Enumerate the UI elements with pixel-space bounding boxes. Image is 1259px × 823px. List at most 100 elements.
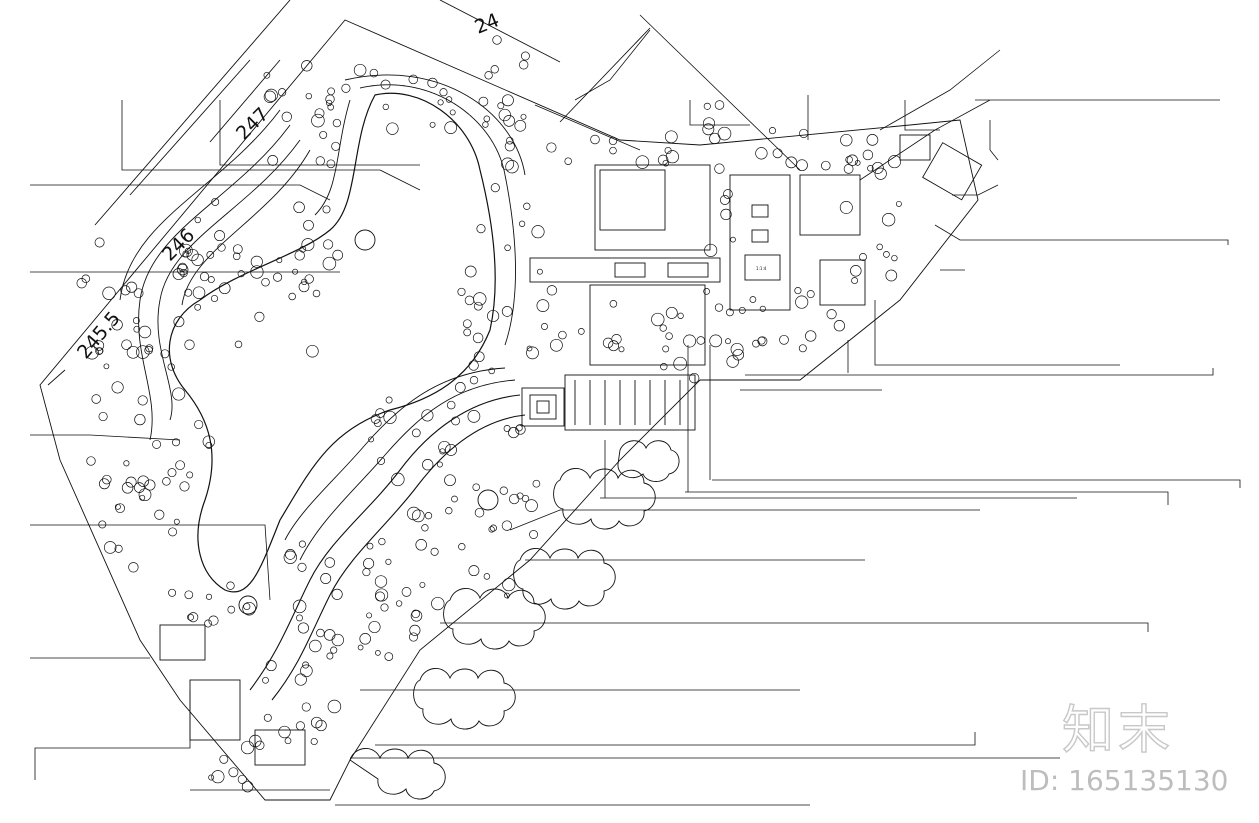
tree-symbol [840,133,853,147]
tree-symbol [134,413,146,426]
tree-symbol [138,325,152,339]
gallery-block [564,374,696,431]
tree-symbol [214,230,226,242]
tree-symbol [419,581,426,588]
tree-symbol [160,349,170,359]
tree-symbol [301,60,313,72]
tree-symbol [332,118,342,128]
tree-symbol [369,68,379,78]
leader-lines [30,14,1241,806]
tree-symbol [411,509,425,523]
tree-symbol [558,330,567,340]
tree-symbol [111,381,124,394]
tree-symbol [401,587,412,597]
tree-symbol [232,244,243,255]
tree-symbol [518,220,526,227]
tree-symbol [445,96,453,103]
tree-symbol [445,507,453,515]
tree-symbol [488,526,495,533]
tree-symbol [662,345,670,353]
tree-symbol [186,248,199,262]
tree-symbol [210,294,219,303]
tree-symbol [867,165,874,172]
tree-symbol [609,146,617,155]
tree-symbol [136,345,150,359]
tree-symbol [366,542,374,550]
tree-symbol [316,628,325,638]
tree-symbol [608,136,618,146]
tree-symbol [302,661,310,669]
tree-symbol [794,287,802,295]
tree-symbol [288,292,296,301]
tree-symbol [437,99,444,106]
tree-symbol [444,121,458,134]
tree-symbol [137,475,150,487]
tree-symbol [134,482,145,493]
tree-symbol [380,603,389,612]
tree-symbol [796,159,808,172]
tree-symbol [411,428,421,438]
tree-symbol [262,676,269,684]
tree-symbol [265,660,277,672]
tree-symbol [98,478,110,490]
tree-symbol [103,541,117,554]
tree-symbol [263,90,277,103]
tree-symbol [664,130,678,144]
site-boundary [39,19,979,801]
tree-symbol [86,456,96,466]
tree-symbol [277,88,287,97]
tree-symbol [292,268,299,275]
tree-symbol [887,155,902,169]
tree-symbol [217,243,226,252]
tree-symbol [504,244,511,252]
tree-symbol [85,345,99,360]
tree-symbol [324,557,336,568]
tree-symbol [866,134,879,146]
tree-symbol [430,547,439,556]
tree-symbol [703,102,711,110]
tree-symbol [168,527,178,537]
tree-symbol [523,202,531,210]
tree-symbol [125,476,137,488]
tree-symbol [326,159,336,169]
contour-label: 246 [158,224,199,265]
tree-symbol [103,363,110,370]
tree-symbol [490,183,500,193]
tree-symbol [438,440,451,454]
tree-symbol [564,157,572,165]
tree-symbol [874,167,887,180]
tree-symbol [395,600,403,607]
watermark-logo: 知末 [1061,700,1175,761]
tree-symbol [319,130,328,139]
tree-symbol [218,282,231,295]
tree-symbol [194,419,204,430]
tree-symbol [207,276,215,284]
tree-symbol [451,495,458,503]
tree-symbol [330,646,338,654]
tree-symbol [673,356,688,371]
tree-symbol [326,652,334,660]
tree-symbol [128,562,139,573]
tree-symbol [850,265,862,277]
tree-symbol [891,254,898,262]
tree-symbol [366,612,373,619]
tree-symbol [611,334,622,345]
winding-path [249,394,521,691]
tree-symbol [696,336,706,345]
tree-symbol [484,71,493,80]
tree-symbol [881,213,896,227]
tree-symbol [205,593,213,600]
tree-symbol [375,408,385,418]
tree-symbol [378,537,386,546]
tree-symbol [506,136,514,145]
tree-symbol [529,530,539,539]
tree-symbol [749,296,757,303]
tree-symbol [133,288,144,299]
tree-symbol [294,673,307,686]
tree-symbol [415,539,427,551]
tree-symbol [449,109,456,116]
tree-symbol [805,330,817,342]
tree-symbol [515,424,526,435]
tree-symbol [546,142,557,153]
tree-symbol [798,344,807,353]
